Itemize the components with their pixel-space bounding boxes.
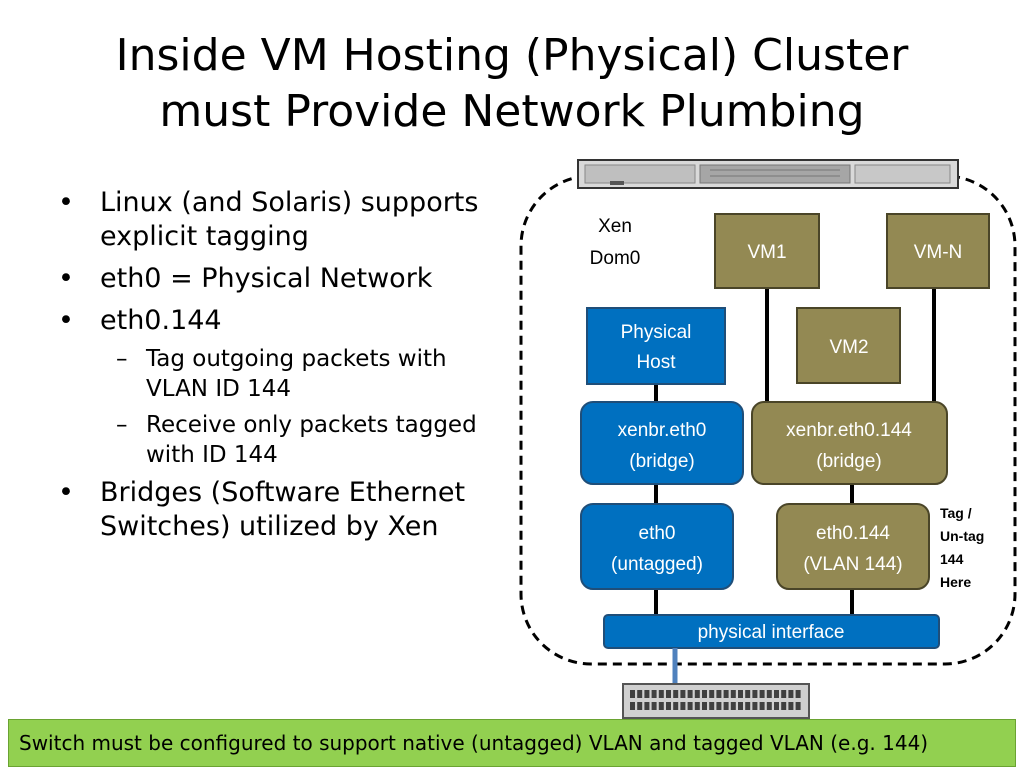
switch-port [651,690,657,698]
switch-port [680,690,686,698]
bullet-list: Linux (and Solaris) supports explicit ta… [58,186,498,552]
title-line-2: must Provide Network Plumbing [159,86,865,137]
bullet-eth0: eth0 = Physical Network [58,262,498,296]
server-rack-icon [577,159,959,189]
connector-lines [654,288,936,616]
eth0-144-label-2: (VLAN 144) [803,554,902,575]
xenbr-eth0-144-label-2: (bridge) [816,451,881,472]
switch-port [630,702,635,710]
tag-note: Tag / Un-tag 144 Here [940,505,984,590]
switch-port [759,702,765,710]
vm1-box [714,213,820,289]
switch-port [658,702,664,710]
switch-port [687,702,693,710]
bullet-eth0-144: eth0.144 [58,304,498,338]
switch-port [752,690,758,698]
vm1-label: VM1 [747,242,786,263]
switch-port [630,690,635,698]
switch-port [658,690,664,698]
tag-note-line-4: Here [940,574,971,590]
xenbr-eth0-label-2: (bridge) [629,451,694,472]
switch-port [716,702,722,710]
switch-port [752,702,758,710]
bullet-explicit-tagging: Linux (and Solaris) supports explicit ta… [58,186,498,254]
physical-host-box [586,307,726,385]
switch-port [759,690,765,698]
eth0-144-box [776,503,930,590]
switch-port [788,702,794,710]
switch-port [738,690,743,698]
switch-port [738,702,743,710]
sub-bullet-tag-outgoing: Tag outgoing packets with VLAN ID 144 [58,344,498,404]
slide-title: Inside VM Hosting (Physical) Cluster mus… [0,28,1024,140]
vmn-box [886,213,990,289]
sub-bullet-receive-only: Receive only packets tagged with ID 144 [58,410,498,470]
switch-port [687,690,693,698]
switch-port [774,702,779,710]
switch-port [723,702,729,710]
caption-bar: Switch must be configured to support nat… [8,719,1016,767]
xenbr-eth0-label-1: xenbr.eth0 [618,420,707,441]
tag-note-line-1: Tag / [940,505,972,521]
vm2-label: VM2 [829,337,868,358]
bullet-bridges: Bridges (Software Ethernet Switches) uti… [58,476,498,544]
switch-port [788,690,794,698]
switch-port [702,702,707,710]
switch-port [644,702,650,710]
switch-port [795,702,801,710]
switch-port [723,690,729,698]
switch-port [774,690,779,698]
xen-label: Xen [598,216,632,237]
dom0-label: Dom0 [590,248,641,269]
switch-port [680,702,686,710]
switch-port [716,690,722,698]
eth0-label-1: eth0 [639,523,676,544]
switch-port [781,702,787,710]
switch-port [637,690,643,698]
switch-port [673,690,679,698]
switch-port [651,702,657,710]
eth0-144-label-1: eth0.144 [816,523,890,544]
switch-port [766,690,772,698]
switch-port [666,702,671,710]
network-switch-icon [622,683,810,719]
host-boundary [519,174,1017,666]
xenbr-eth0-144-box [751,401,948,485]
xenbr-eth0-box [580,401,744,485]
title-line-1: Inside VM Hosting (Physical) Cluster [115,30,909,81]
switch-port [709,690,715,698]
eth0-label-2: (untagged) [611,554,703,575]
eth0-box [580,503,734,590]
switch-port [745,690,751,698]
physical-host-label-1: Physical [621,322,692,343]
tag-note-line-2: Un-tag [940,528,984,544]
switch-port [745,702,751,710]
switch-port [673,702,679,710]
vm2-box [796,307,901,384]
vmn-label: VM-N [914,242,963,263]
physical-interface-box [603,614,940,649]
tag-note-line-3: 144 [940,551,964,567]
xenbr-eth0-144-label-1: xenbr.eth0.144 [786,420,912,441]
switch-port [795,690,801,698]
switch-port [666,690,671,698]
physical-host-label-2: Host [636,352,676,373]
switch-port [781,690,787,698]
switch-port [730,702,736,710]
switch-port [702,690,707,698]
switch-port [694,690,700,698]
switch-port [730,690,736,698]
switch-port [694,702,700,710]
switch-port [709,702,715,710]
switch-port [644,690,650,698]
switch-port [766,702,772,710]
physical-interface-label: physical interface [698,622,845,643]
switch-port [637,702,643,710]
